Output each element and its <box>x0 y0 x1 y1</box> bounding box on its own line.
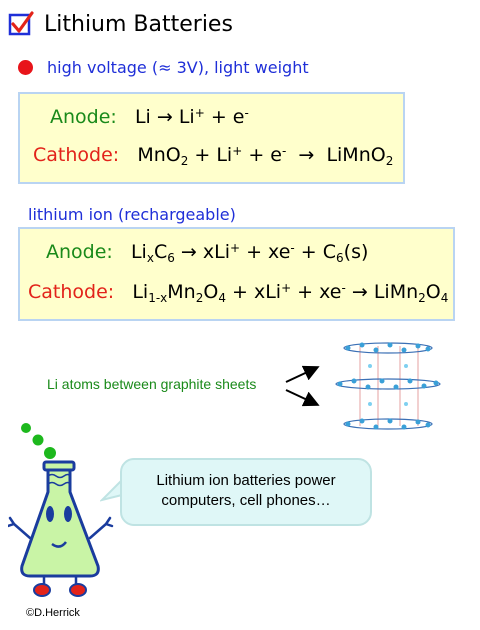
eq-sub: 1-x <box>148 291 168 305</box>
eq-term: + xe <box>291 281 342 303</box>
checkbox-checked-icon <box>8 11 34 36</box>
lithium-ion-box: Anode: LixC6 → xLi+ + xe- + C6(s) Cathod… <box>18 227 455 321</box>
bullet-text: high voltage (≈ 3V), light weight <box>47 58 309 77</box>
eq-term: Li <box>132 281 149 303</box>
bubble-line-2: computers, cell phones… <box>161 492 331 509</box>
eq-term: + xLi <box>225 281 282 303</box>
eq-sub: 6 <box>336 251 344 265</box>
red-bullet-icon <box>18 60 33 75</box>
cathode-equation: Cathode: MnO2 + Li+ + e- → LiMnO2 <box>33 144 393 168</box>
reaction-arrow: → <box>298 144 315 166</box>
graphite-label: Li atoms between graphite sheets <box>47 376 257 392</box>
title-row: Lithium Batteries <box>8 8 233 40</box>
reaction-arrow: → <box>351 281 368 303</box>
eq-sup: - <box>341 281 346 295</box>
eq-term: MnO <box>137 144 181 166</box>
eq-sub: 2 <box>180 154 189 168</box>
eq-sup: - <box>244 106 249 120</box>
eq-sup: + <box>194 106 205 120</box>
eq-sub: 6 <box>167 251 175 265</box>
bubble-line-1: Lithium ion batteries power <box>156 472 336 489</box>
speech-bubble: Lithium ion batteries power computers, c… <box>120 458 372 526</box>
eq-sup: + <box>281 281 292 295</box>
flask-mascot-icon <box>8 423 114 597</box>
eq-term: + C <box>294 241 337 263</box>
eq-sub: 2 <box>418 291 426 305</box>
eq-term: O <box>425 281 441 303</box>
eq-term: C <box>153 241 168 263</box>
eq-term: Li <box>178 106 195 128</box>
reaction-arrow: → <box>156 106 173 128</box>
copyright: ©D.Herrick <box>26 607 80 619</box>
anode-equation: Anode: LixC6 → xLi+ + xe- + C6(s) <box>46 241 368 265</box>
graphite-structure-icon <box>335 342 441 430</box>
eq-sup: - <box>290 241 295 255</box>
eq-sub: 2 <box>385 154 394 168</box>
bullet-row: high voltage (≈ 3V), light weight <box>18 58 309 77</box>
eq-sup: + <box>232 144 243 158</box>
eq-term: xLi <box>202 241 230 263</box>
eq-sub: 4 <box>440 291 449 305</box>
page-title: Lithium Batteries <box>44 11 233 37</box>
reaction-arrow: → <box>180 241 197 263</box>
eq-term: + xe <box>240 241 291 263</box>
eq-term: + e <box>210 106 245 128</box>
anode-equation: Anode: Li → Li+ + e- <box>50 106 249 128</box>
eq-term: LiMn <box>373 281 419 303</box>
cathode-equation: Cathode: Li1-xMn2O4 + xLi+ + xe- → LiMn2… <box>28 281 448 305</box>
eq-sub: x <box>146 251 154 265</box>
pointer-arrows-icon <box>285 365 320 407</box>
eq-term: (s) <box>343 241 369 263</box>
cathode-label: Cathode: <box>28 281 115 303</box>
eq-term: LiMnO <box>326 144 386 166</box>
anode-label: Anode: <box>50 106 117 128</box>
ion-heading: lithium ion (rechargeable) <box>28 205 236 224</box>
eq-term: Li <box>130 241 147 263</box>
eq-term: + e <box>242 144 282 166</box>
eq-sub: 4 <box>218 291 226 305</box>
anode-label: Anode: <box>46 241 113 263</box>
eq-term: O <box>203 281 219 303</box>
eq-term: Mn <box>167 281 196 303</box>
cathode-label: Cathode: <box>33 144 120 166</box>
eq-sub: 2 <box>195 291 204 305</box>
eq-sup: + <box>229 241 241 255</box>
eq-term: Li <box>134 106 151 128</box>
eq-sup: - <box>281 144 287 158</box>
eq-term: + Li <box>188 144 233 166</box>
primary-battery-box: Anode: Li → Li+ + e- Cathode: MnO2 + Li+… <box>18 92 405 184</box>
